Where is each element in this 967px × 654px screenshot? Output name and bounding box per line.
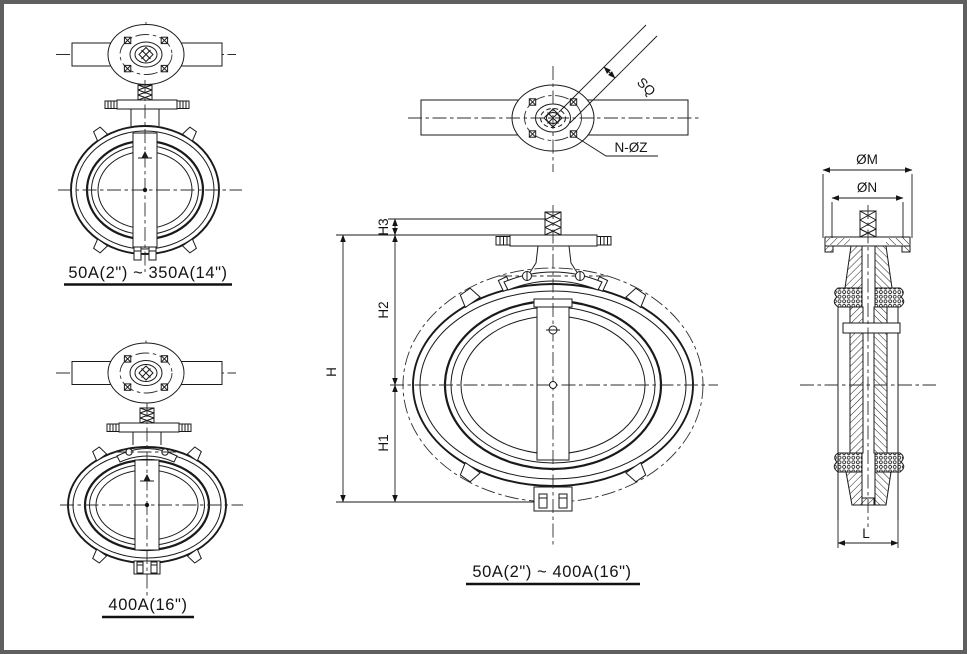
dim-label-n: ØN [857, 180, 877, 195]
dim-label-h: H [324, 367, 339, 377]
length-dimension: L [837, 520, 899, 548]
flange-bolt [596, 236, 612, 246]
flange-bolt [495, 236, 511, 246]
flange-bolt [106, 423, 120, 432]
dim-label-m: ØM [856, 152, 878, 167]
plan-view-main: SQ N-ØZ [408, 24, 702, 172]
top-flange-bar [118, 422, 180, 433]
section-view-side: ØM ØN L [800, 152, 936, 548]
diameter-dimensions: ØM ØN [822, 152, 913, 238]
neck-wall [874, 471, 892, 506]
top-flange-bar [116, 99, 178, 110]
dim-label-h1: H1 [376, 434, 391, 451]
caption-main-range: 50A(2") ~ 400A(16") [472, 563, 631, 581]
bottom-bolt [133, 246, 157, 261]
front-view-50a-350a [58, 80, 242, 272]
bolt-hole [528, 130, 537, 138]
flange-hatch [826, 238, 850, 245]
bolt-pattern-leader: N-ØZ [575, 136, 658, 157]
stem-center [144, 502, 150, 508]
flange-lip [901, 245, 911, 253]
flange-lip [824, 245, 834, 253]
flange-bolt [176, 100, 190, 109]
dim-label-h2: H2 [376, 301, 391, 318]
flange-bolt [104, 100, 118, 109]
height-dimensions: H H3 H2 H1 [324, 218, 547, 503]
front-view-main: H H3 H2 H1 [324, 205, 718, 545]
bolt-hole [569, 130, 578, 138]
caption-small-range: 50A(2") ~ 350A(14") [68, 264, 227, 282]
top-flange-section [824, 236, 911, 247]
caption-large-size: 400A(16") [108, 596, 187, 614]
stem-center [142, 187, 148, 193]
bottom-boss [133, 560, 161, 575]
bolt-hole [528, 98, 537, 106]
rubber-seat [833, 287, 863, 308]
dim-label-bolt-pattern: N-ØZ [615, 140, 648, 155]
dim-label-l: L [862, 526, 870, 541]
top-flange-bar [509, 234, 598, 247]
stem-center [549, 381, 557, 389]
stem-pin [842, 322, 901, 334]
flange-bolt [178, 423, 192, 432]
flange-hatch [886, 238, 909, 245]
dim-label-h3: H3 [376, 218, 391, 235]
front-view-400a [60, 403, 243, 597]
rubber-seat [874, 287, 905, 308]
rubber-seat [833, 452, 863, 473]
rubber-seat [874, 452, 905, 473]
